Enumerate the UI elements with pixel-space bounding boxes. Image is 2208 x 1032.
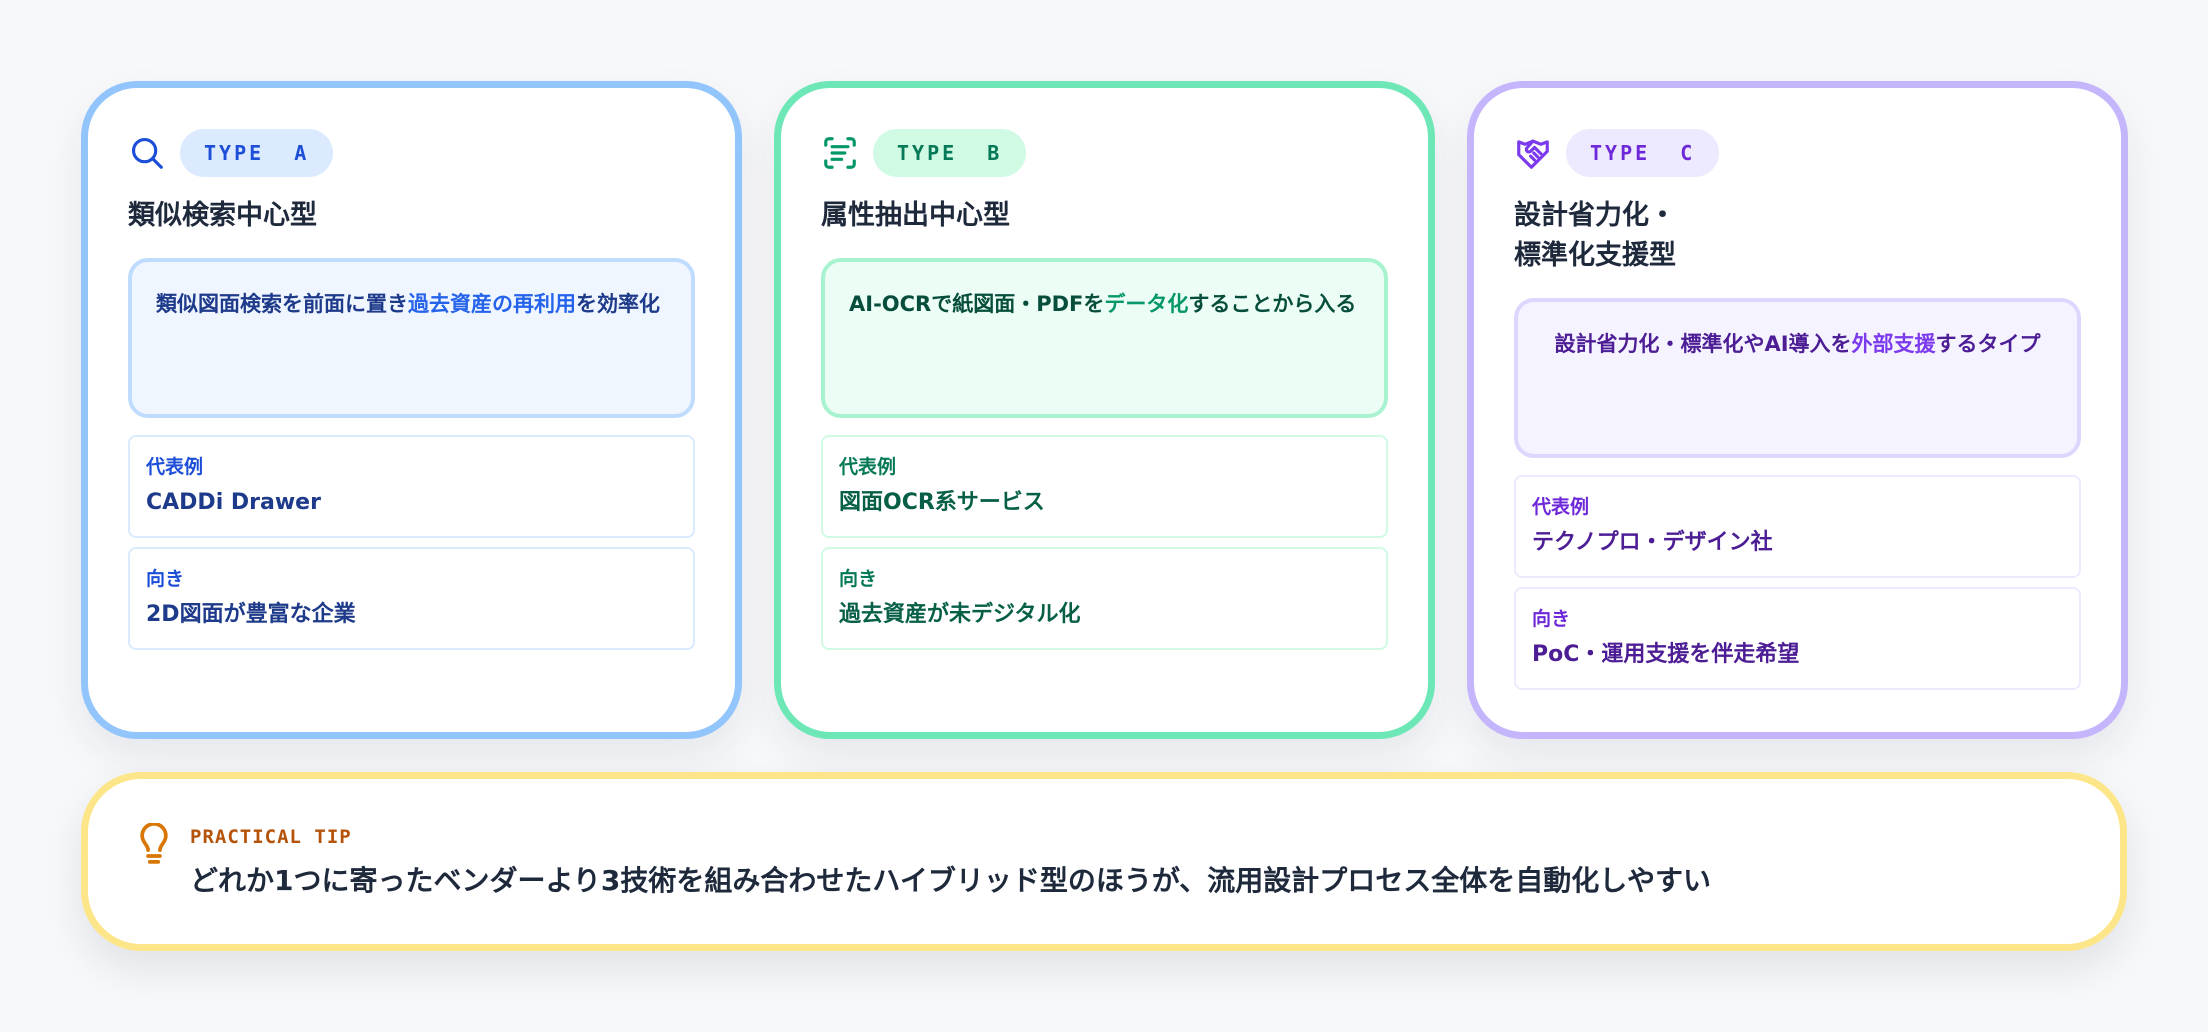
- fit-value: PoC・運用支援を伴走希望: [1532, 642, 1800, 667]
- example-box: 代表例 テクノプロ・デザイン社: [1514, 475, 2081, 578]
- summary-highlight: データ化: [1104, 292, 1189, 316]
- card-header: TYPE C: [1514, 128, 2081, 178]
- tip-text: どれか1つに寄ったベンダーより3技術を組み合わせたハイブリッド型のほうが、流用設…: [190, 863, 1712, 897]
- type-badge: TYPE B: [873, 129, 1027, 177]
- card-title: 類似検索中心型: [128, 200, 317, 231]
- summary-text: を効率化: [576, 292, 660, 316]
- card-title: 設計省力化・ 標準化支援型: [1514, 200, 1676, 271]
- summary-text: 類似図面検索を前面に置き: [156, 292, 408, 316]
- type-badge: TYPE A: [180, 129, 334, 177]
- fit-box: 向き 過去資産が未デジタル化: [821, 547, 1388, 650]
- tip-label: PRACTICAL TIP: [190, 825, 352, 848]
- summary-box: AI-OCRで紙図面・PDFをデータ化することから入る: [821, 258, 1388, 418]
- example-value: テクノプロ・デザイン社: [1532, 530, 1773, 555]
- summary-text: することから入る: [1188, 292, 1357, 316]
- example-label: 代表例: [1532, 496, 1590, 518]
- type-c-card: TYPE C 設計省力化・ 標準化支援型 設計省力化・標準化やAI導入を外部支援…: [1467, 81, 2128, 739]
- search-icon: [128, 134, 166, 172]
- card-title: 属性抽出中心型: [821, 200, 1010, 231]
- example-label: 代表例: [839, 456, 897, 478]
- example-value: 図面OCR系サービス: [839, 490, 1045, 515]
- summary-box: 類似図面検索を前面に置き過去資産の再利用を効率化: [128, 258, 695, 418]
- summary-highlight: 過去資産の再利用: [408, 292, 576, 316]
- type-badge: TYPE C: [1566, 129, 1720, 177]
- summary-box: 設計省力化・標準化やAI導入を外部支援するタイプ: [1514, 298, 2081, 458]
- summary-text: 設計省力化・標準化やAI導入を: [1554, 332, 1852, 356]
- summary-text: AI-OCRで紙図面・PDFを: [849, 292, 1105, 316]
- fit-label: 向き: [1532, 608, 1571, 630]
- example-box: 代表例 図面OCR系サービス: [821, 435, 1388, 538]
- example-label: 代表例: [146, 456, 204, 478]
- fit-box: 向き PoC・運用支援を伴走希望: [1514, 587, 2081, 690]
- summary-text: するタイプ: [1935, 332, 2041, 356]
- tip-body: PRACTICAL TIP どれか1つに寄ったベンダーより3技術を組み合わせたハ…: [190, 823, 1711, 901]
- fit-box: 向き 2D図面が豊富な企業: [128, 547, 695, 650]
- type-a-card: TYPE A 類似検索中心型 類似図面検索を前面に置き過去資産の再利用を効率化 …: [81, 81, 742, 739]
- card-header: TYPE A: [128, 128, 695, 178]
- lightbulb-icon: [136, 822, 172, 867]
- fit-value: 過去資産が未デジタル化: [839, 602, 1081, 627]
- example-box: 代表例 CADDi Drawer: [128, 435, 695, 538]
- handshake-icon: [1514, 134, 1552, 172]
- fit-value: 2D図面が豊富な企業: [146, 602, 356, 627]
- example-value: CADDi Drawer: [146, 490, 321, 515]
- scan-text-icon: [821, 134, 859, 172]
- type-b-card: TYPE B 属性抽出中心型 AI-OCRで紙図面・PDFをデータ化することから…: [774, 81, 1435, 739]
- practical-tip-banner: PRACTICAL TIP どれか1つに寄ったベンダーより3技術を組み合わせたハ…: [81, 772, 2127, 951]
- fit-label: 向き: [146, 568, 185, 590]
- summary-highlight: 外部支援: [1851, 332, 1936, 356]
- card-header: TYPE B: [821, 128, 1388, 178]
- fit-label: 向き: [839, 568, 878, 590]
